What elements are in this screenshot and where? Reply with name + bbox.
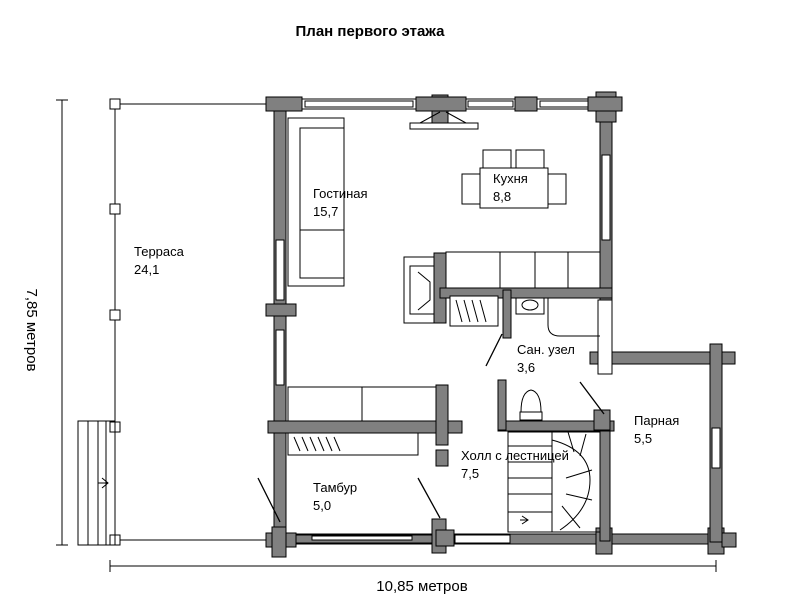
room-labels: Терраса 24,1 Гостиная 15,7 Кухня 8,8 Сан…: [134, 171, 679, 513]
kitchen-counter: [445, 251, 601, 289]
room-sauna-area: 5,5: [634, 431, 652, 446]
interior-wall-hall: [497, 379, 615, 432]
plan-title: План первого этажа: [296, 23, 446, 40]
dimension-width: [109, 560, 717, 572]
room-kitchen-name: Кухня: [493, 171, 528, 186]
staircase: [507, 431, 601, 533]
range-hood: [409, 111, 479, 130]
height-dimension-label: 7,85 метров: [23, 288, 40, 371]
room-hall-area: 7,5: [461, 466, 479, 481]
room-sauna-name: Парная: [634, 413, 679, 428]
radiator-living: [287, 432, 419, 456]
room-living-area: 15,7: [313, 204, 338, 219]
room-vestibule-name: Тамбур: [313, 480, 357, 495]
room-terrace-area: 24,1: [134, 262, 159, 277]
dimension-height: [56, 99, 68, 546]
living-sofa: [287, 117, 345, 287]
radiator-bathroom: [449, 295, 499, 327]
room-kitchen-area: 8,8: [493, 189, 511, 204]
stove-fireplace: [403, 256, 435, 324]
room-bathroom-area: 3,6: [517, 360, 535, 375]
room-living-name: Гостиная: [313, 186, 368, 201]
living-bench: [287, 386, 437, 422]
bathroom-sink: [515, 297, 545, 315]
room-bathroom-name: Сан. узел: [517, 342, 575, 357]
room-terrace-name: Терраса: [134, 244, 185, 259]
exterior-walls: [265, 91, 737, 558]
terrace-steps: [77, 420, 116, 546]
room-hall-name: Холл с лестницей: [461, 448, 569, 463]
sauna-walls: [589, 299, 736, 543]
door-swings: [257, 333, 605, 523]
width-dimension-label: 10,85 метров: [376, 578, 467, 595]
room-vestibule-area: 5,0: [313, 498, 331, 513]
terrace-outline: [109, 98, 275, 546]
kitchen-dining-set: [461, 149, 567, 209]
shower-curve: [547, 298, 600, 337]
toilet: [519, 389, 543, 421]
